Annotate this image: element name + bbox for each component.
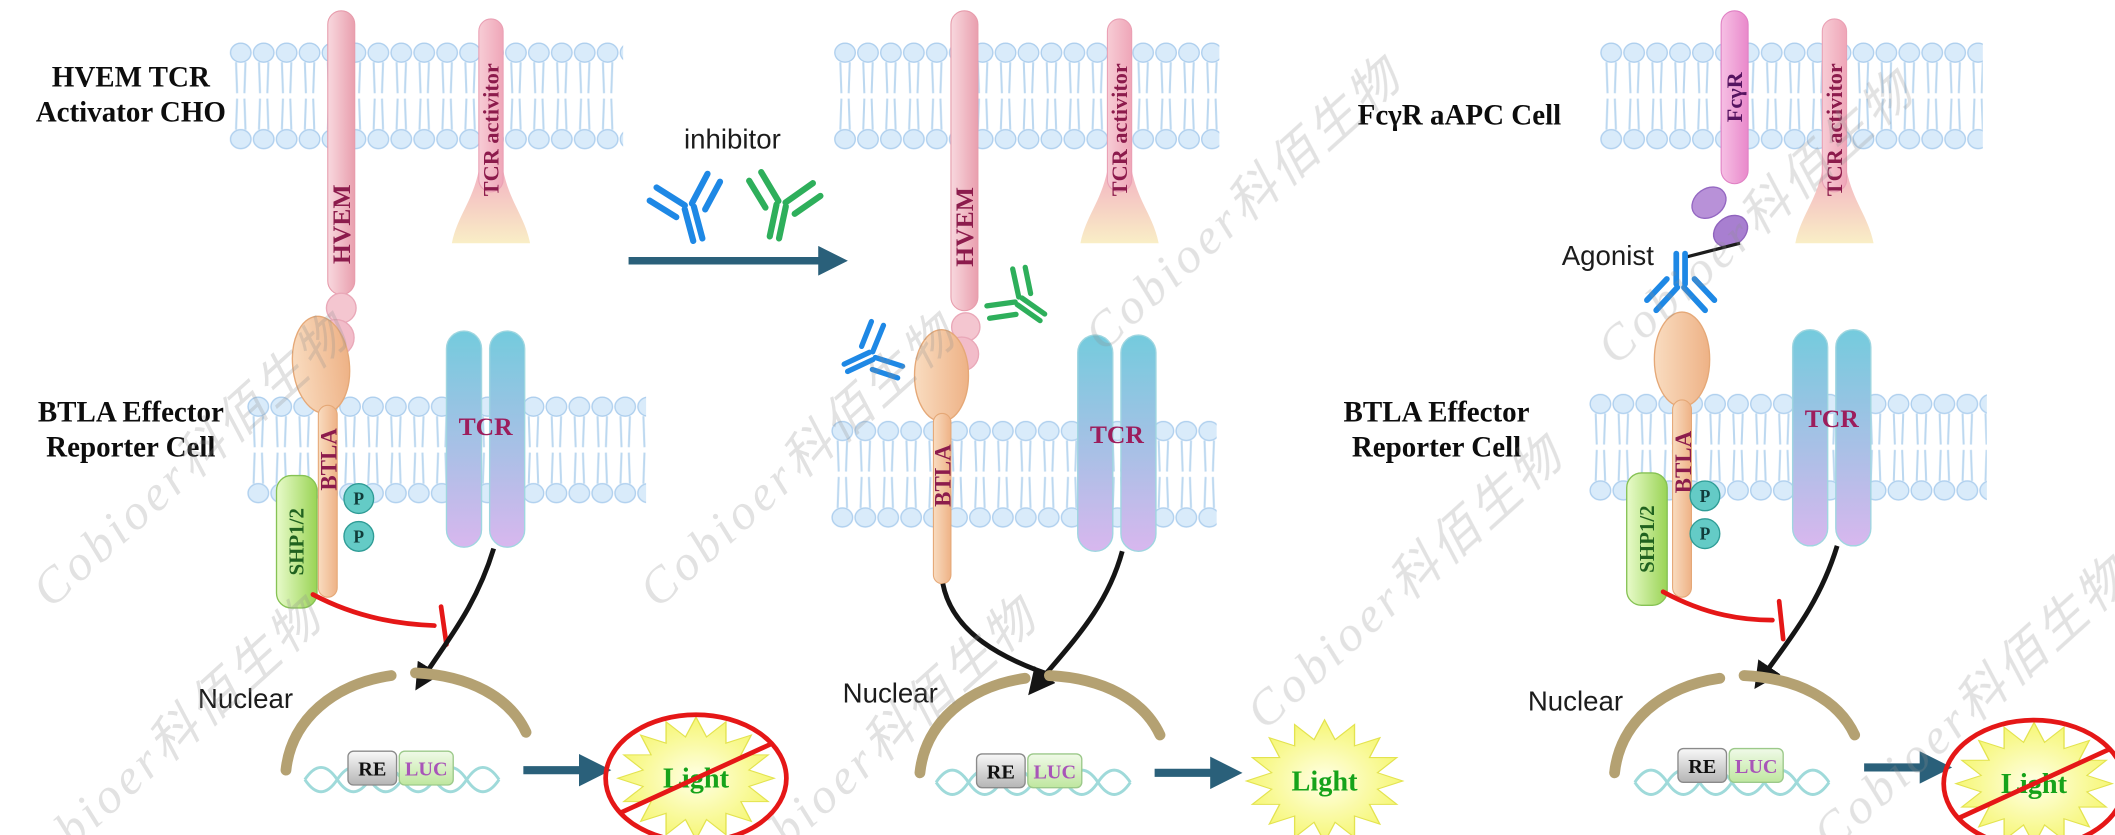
tcr-receptor: TCR <box>445 330 526 548</box>
tcr-receptor: TCR <box>1791 329 1872 547</box>
inhibitor-antibody-blue-icon <box>647 171 733 249</box>
nuclear-label: Nuclear <box>843 678 938 709</box>
watermark-text: Cobioer科佰生物 <box>1235 423 1577 739</box>
re-element-box <box>1677 747 1728 783</box>
tcr-activator-label: TCR activitor <box>1822 63 1847 196</box>
luc-label: LUC <box>1033 761 1076 783</box>
nuclear-label: Nuclear <box>1528 686 1623 717</box>
cell-membrane-top <box>229 40 624 152</box>
reporter-cell-label-line1: BTLA Effector <box>1344 397 1530 429</box>
inhibition-line <box>310 592 437 628</box>
cell-membrane-top <box>1599 40 1983 152</box>
activator-cho-cell-label-line2: Activator CHO <box>36 97 226 129</box>
tcr-signal-arrow <box>1754 545 1840 689</box>
tcr-receptor: TCR <box>1077 334 1157 552</box>
inhibition-tbar <box>438 604 449 647</box>
btla-label: BTLA <box>1671 430 1696 493</box>
luc-label: LUC <box>405 759 448 781</box>
tcr-activator-receptor: TCR activitor <box>1079 18 1160 244</box>
tcr-signal-arrow <box>415 547 497 691</box>
phospho-label: P <box>1700 486 1711 506</box>
phospho-label: P <box>353 489 364 509</box>
phospho-site <box>1689 518 1721 550</box>
reporter-cell-label-line2: Reporter Cell <box>1352 432 1521 464</box>
tcr-activator-receptor: TCR activitor <box>1794 18 1875 244</box>
btla-stalk <box>1672 399 1692 598</box>
fcgr-aapc-cell-label: FcγR aAPC Cell <box>1358 99 1562 131</box>
reporter-cell-label-line1: BTLA Effector <box>38 397 224 429</box>
tcr-label: TCR <box>459 412 514 441</box>
btla-label: BTLA <box>317 428 342 491</box>
re-element-box <box>975 753 1026 789</box>
shp12-label: SHP1/2 <box>1635 505 1659 572</box>
light-readout-off: Light <box>606 715 787 835</box>
tcr-label: TCR <box>1805 404 1860 433</box>
inhibitor-label: inhibitor <box>684 124 781 155</box>
luc-gene-box <box>398 750 454 786</box>
panel-fcgr-agonist: FcγR aAPC Cell TCR activitor FcγR Agonis… <box>1344 10 2115 835</box>
panel-hvem-tcr-activator-cho: HVEM TCR Activator CHO TCR activitor HVE… <box>36 10 787 835</box>
agonist-label: Agonist <box>1562 240 1654 271</box>
re-label: RE <box>1688 756 1716 778</box>
light-readout-off: Light <box>1944 720 2115 835</box>
luc-label: LUC <box>1735 756 1778 778</box>
re-label: RE <box>358 759 386 781</box>
hvem-label: HVEM <box>950 187 979 267</box>
nuclear-label: Nuclear <box>198 683 293 714</box>
tcr-signal-arrow <box>1028 550 1125 696</box>
hvem-label: HVEM <box>327 184 356 264</box>
shp12-phosphatase <box>1626 472 1668 606</box>
light-label: Light <box>1292 766 1359 797</box>
phospho-site <box>343 483 375 515</box>
inhibitor-antibody-green-icon <box>739 170 823 245</box>
inhibition-line <box>1660 589 1775 623</box>
tcr-activator-receptor: TCR activitor <box>451 18 531 244</box>
phospho-site <box>1689 480 1721 512</box>
reporter-cell-label-line2: Reporter Cell <box>46 432 215 464</box>
btla-stalk <box>317 404 338 598</box>
panel-inhibitor-blocked: inhibitor TCR activitor HVEM BTLA TCR N <box>628 10 1404 835</box>
light-readout-on: Light <box>1245 719 1404 835</box>
fcgr-label: FcγR <box>1722 71 1747 122</box>
tcr-label: TCR <box>1090 420 1145 449</box>
re-element-box <box>347 750 398 786</box>
re-label: RE <box>987 761 1015 783</box>
cell-membrane-top <box>833 40 1220 152</box>
tcr-activator-label: TCR activitor <box>1107 63 1132 196</box>
blocking-antibody-green-icon <box>982 262 1060 343</box>
phospho-site <box>343 520 375 552</box>
btla-stalk <box>932 412 952 585</box>
luc-gene-box <box>1728 747 1784 783</box>
cell-membrane-bottom <box>830 418 1217 530</box>
shp12-label: SHP1/2 <box>285 508 309 575</box>
luc-gene-box <box>1027 753 1083 789</box>
shp12-phosphatase <box>275 474 318 609</box>
fcgr-binding-domain <box>1691 186 1727 219</box>
fcgr-receptor <box>1720 10 1749 185</box>
tcr-activator-label: TCR activitor <box>478 63 503 196</box>
hvem-receptor <box>950 10 979 312</box>
inhibition-tbar <box>1776 598 1786 642</box>
phospho-label: P <box>1700 524 1711 544</box>
btla-label: BTLA <box>930 444 955 507</box>
fc-link-line <box>1687 241 1741 259</box>
activator-cho-cell-label-line1: HVEM TCR <box>52 61 211 93</box>
phospho-label: P <box>353 526 364 546</box>
